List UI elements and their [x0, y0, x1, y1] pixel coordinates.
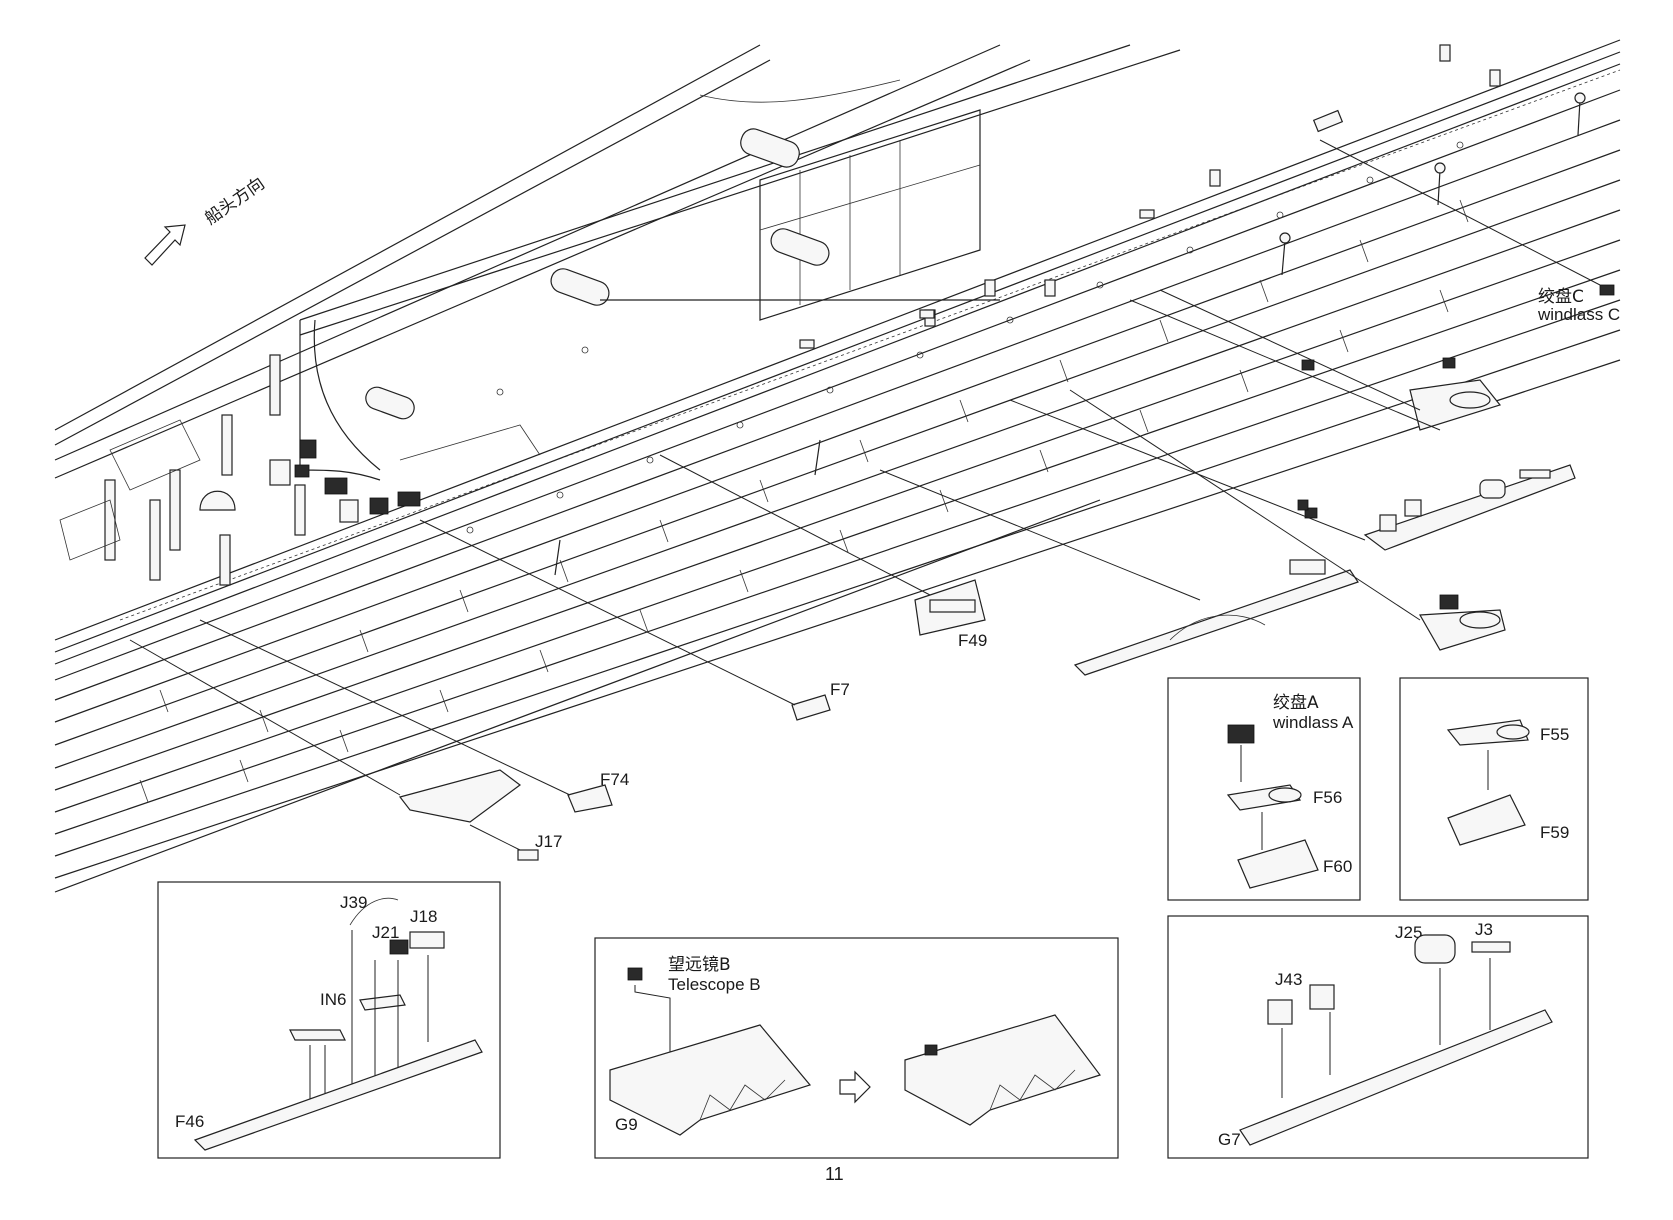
inset-telescope: 望远镜B Telescope B G9 — [594, 937, 1119, 1159]
page-number: 11 — [825, 1164, 844, 1184]
label-j21: J21 — [372, 923, 399, 942]
label-j43: J43 — [1275, 970, 1302, 989]
part-g9 — [609, 1024, 812, 1136]
windlass-a-en-label: windlass A — [1272, 713, 1354, 732]
label-j39: J39 — [340, 893, 367, 912]
part-j43-b — [1309, 984, 1335, 1010]
exploded-parts: F49 F7 F74 J17 — [129, 289, 1576, 861]
label-f74: F74 — [600, 770, 629, 789]
part-g7 — [1239, 1009, 1553, 1146]
arrow-left-down-icon — [144, 224, 186, 266]
part-f7 — [791, 694, 831, 721]
label-f59: F59 — [1540, 823, 1569, 842]
part-j17 — [517, 849, 539, 861]
hull-drawing — [54, 39, 1621, 893]
label-in6: IN6 — [320, 990, 346, 1009]
windlass-a-part — [1227, 724, 1255, 744]
hull-holes — [466, 141, 1464, 534]
inset-f55-f59: F55 F59 — [1399, 677, 1589, 901]
label-g7: G7 — [1218, 1130, 1241, 1149]
telescope-b-part — [627, 967, 643, 981]
part-j43-a — [1267, 999, 1293, 1025]
label-f7: F7 — [830, 680, 850, 699]
label-f46: F46 — [175, 1112, 204, 1131]
part-f74 — [567, 784, 613, 813]
inset-windlass-a: 绞盘A windlass A F56 F60 — [1167, 677, 1361, 901]
label-j3: J3 — [1475, 920, 1493, 939]
windlass-c-cn-label: 绞盘C — [1538, 287, 1584, 307]
assembled-g9 — [904, 1014, 1101, 1126]
bow-deck-items — [59, 354, 541, 586]
windlass-c-callout: 绞盘C windlass C — [1319, 139, 1620, 324]
deck-ports — [799, 44, 1501, 349]
bow-direction-text: 船头方向 — [201, 174, 268, 229]
part-plate — [398, 769, 522, 823]
windlass-c-part — [1599, 284, 1615, 296]
windlass-a-cn-label: 绞盘A — [1273, 693, 1319, 713]
label-f55: F55 — [1540, 725, 1569, 744]
platform-long — [1073, 569, 1359, 676]
part-j3 — [1471, 941, 1511, 953]
part-j18 — [409, 931, 445, 949]
telescope-b-en-label: Telescope B — [668, 975, 761, 994]
inset-f46: J39 J21 J18 IN6 F46 — [157, 881, 501, 1159]
part-f46 — [193, 1039, 483, 1151]
label-f49: F49 — [958, 631, 987, 650]
label-j18: J18 — [410, 907, 437, 926]
inset-g7: J25 J3 J43 G7 — [1167, 915, 1589, 1159]
right-arrow-icon — [839, 1070, 871, 1104]
bow-direction-indicator: 船头方向 — [144, 174, 269, 266]
part-j25 — [1414, 934, 1456, 964]
label-f56: F56 — [1313, 788, 1342, 807]
windlass-c-en-label: windlass C — [1537, 305, 1620, 324]
label-g9: G9 — [615, 1115, 638, 1134]
label-f60: F60 — [1323, 857, 1352, 876]
part-j21 — [389, 939, 409, 955]
label-j17: J17 — [535, 832, 562, 851]
telescope-b-cn-label: 望远镜B — [668, 955, 731, 975]
label-j25: J25 — [1395, 923, 1422, 942]
